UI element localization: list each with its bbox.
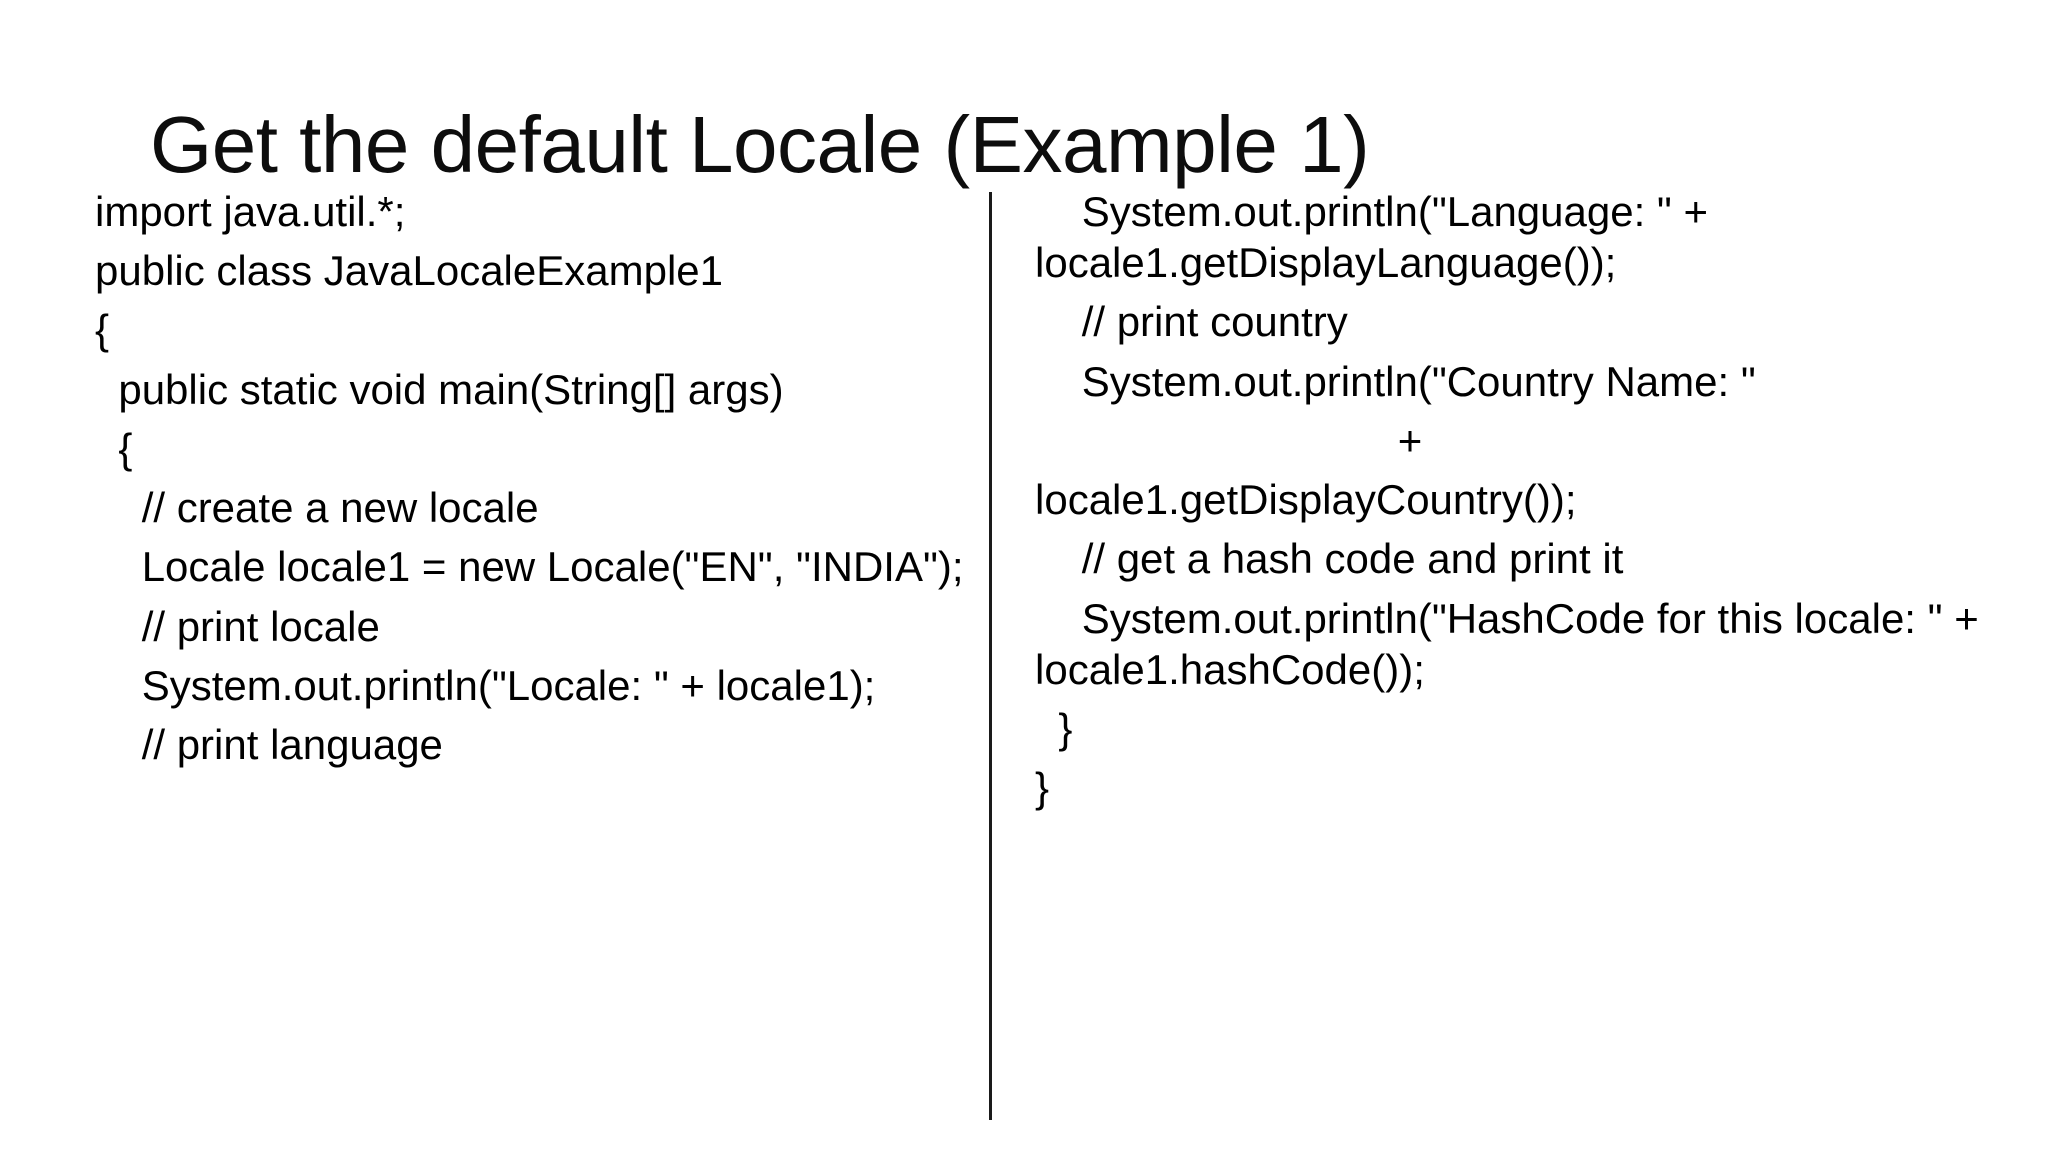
code-line: System.out.println("Locale: " + locale1)… [95,660,980,711]
code-indent [1035,595,1082,642]
code-text: System.out.println("Country Name: " [1081,357,1756,405]
code-indent [95,721,142,768]
code-indent [95,366,118,413]
code-text: locale1.getDisplayCountry()); [1035,476,1577,524]
code-line: System.out.println("HashCode for this lo… [1035,593,1985,695]
code-line: System.out.println("Language: " + locale… [1035,186,1985,288]
code-line: import java.util.*; [95,186,980,237]
code-text: public static void main(String[] args) [118,365,784,413]
code-text: // get a hash code and print it [1081,535,1624,583]
code-line: public static void main(String[] args) [95,364,980,415]
code-line: { [95,304,980,355]
code-indent [95,543,142,590]
code-indent [1035,188,1082,235]
code-indent [1035,298,1082,345]
code-line: locale1.getDisplayCountry()); [1035,474,1985,525]
code-line: Locale locale1 = new Locale("EN", "INDIA… [95,541,980,592]
code-text: } [1035,764,1050,812]
code-indent [95,603,142,650]
code-text: { [118,424,133,472]
code-line: } [1035,762,1985,813]
code-line: + [1397,416,1423,464]
code-block-left: import java.util.*; public class JavaLoca… [95,186,980,770]
code-text: System.out.println("HashCode for this lo… [1035,594,1991,693]
code-line: // get a hash code and print it [1035,533,1985,584]
code-text: Locale locale1 = new Locale("EN", "INDIA… [141,543,964,591]
code-text: // print language [141,721,443,769]
code-line: // print locale [95,601,980,652]
code-text: { [95,306,110,354]
code-line: { [95,423,980,474]
code-line: } [1035,703,1985,754]
code-line: // print country [1035,296,1985,347]
code-text: import java.util.*; [95,188,406,235]
code-line: // create a new locale [95,482,980,533]
code-indent [1035,535,1082,582]
code-line: System.out.println("Country Name: " [1035,356,1985,407]
code-text: System.out.println("Language: " + locale… [1035,188,1720,287]
code-indent [95,662,142,709]
code-indent [1035,358,1082,405]
code-indent [95,484,142,531]
code-block-right: System.out.println("Language: " + locale… [1035,186,1985,814]
code-text: // print locale [141,602,380,650]
code-indent [1035,705,1058,752]
code-text: // print country [1081,298,1348,346]
code-text: public class JavaLocaleExample1 [95,247,724,295]
page-title: Get the default Locale (Example 1) [150,99,1370,189]
code-text: // create a new locale [141,484,539,532]
column-divider [989,192,992,1120]
slide-body: import java.util.*; public class JavaLoca… [0,186,2048,1126]
code-indent [95,425,118,472]
code-line: // print language [95,719,980,770]
code-text: System.out.println("Locale: " + locale1)… [141,661,876,709]
code-text: } [1058,705,1073,753]
code-line: public class JavaLocaleExample1 [95,245,980,296]
